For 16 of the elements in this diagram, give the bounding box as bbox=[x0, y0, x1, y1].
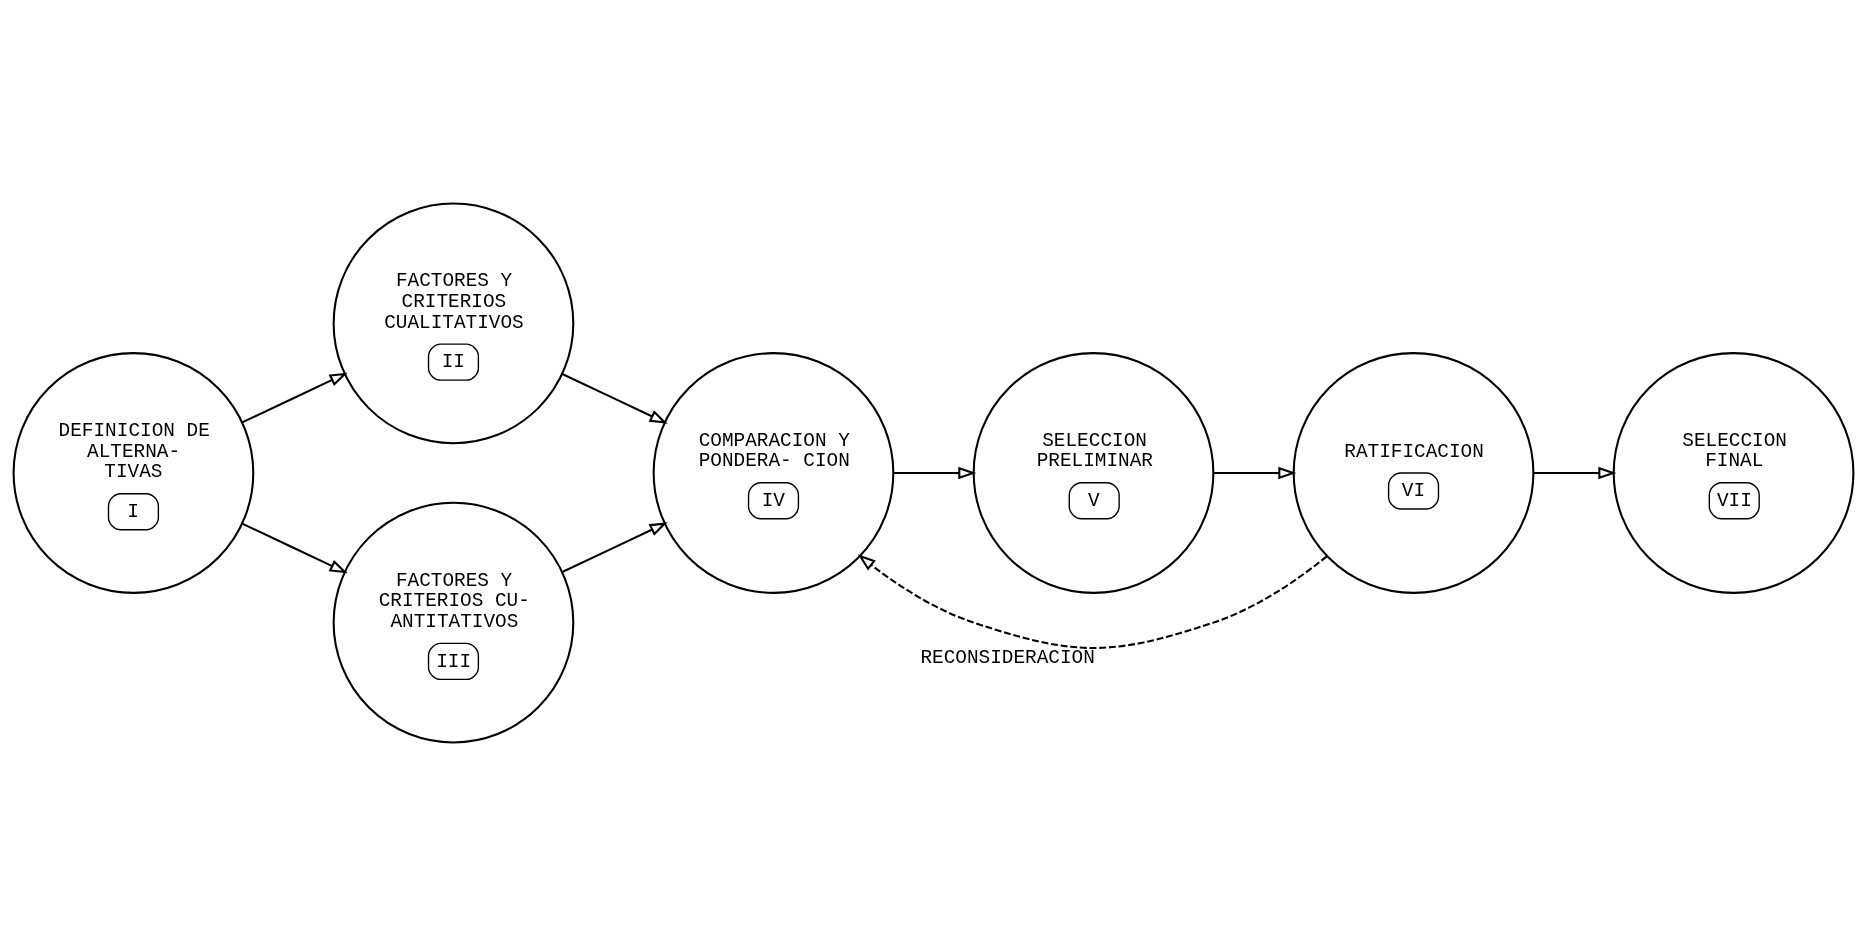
node-circle: DEFINICION DE ALTERNA- TIVAS I bbox=[12, 351, 255, 594]
arrow bbox=[561, 521, 668, 573]
node-circle: SELECCION PRELIMINAR V bbox=[972, 351, 1215, 594]
node-circle: COMPARACION Y PONDERA- CION IV bbox=[652, 351, 895, 594]
edge-label: RECONSIDERACION bbox=[920, 646, 1095, 669]
arrow bbox=[1213, 466, 1297, 479]
arrow bbox=[561, 372, 668, 424]
node-circle: FACTORES Y CRITERIOS CU- ANTITATIVOS III bbox=[332, 501, 575, 743]
node-circle: FACTORES Y CRITERIOS CUALITATIVOS II bbox=[332, 202, 575, 444]
arrow bbox=[241, 372, 348, 423]
arrow bbox=[241, 522, 348, 573]
arrow bbox=[1533, 466, 1617, 479]
arrow bbox=[893, 466, 977, 479]
node-circle: RATIFICACION VI bbox=[1292, 351, 1535, 594]
node-circle: SELECCION FINAL VII bbox=[1612, 351, 1855, 594]
arrow bbox=[857, 553, 1328, 649]
